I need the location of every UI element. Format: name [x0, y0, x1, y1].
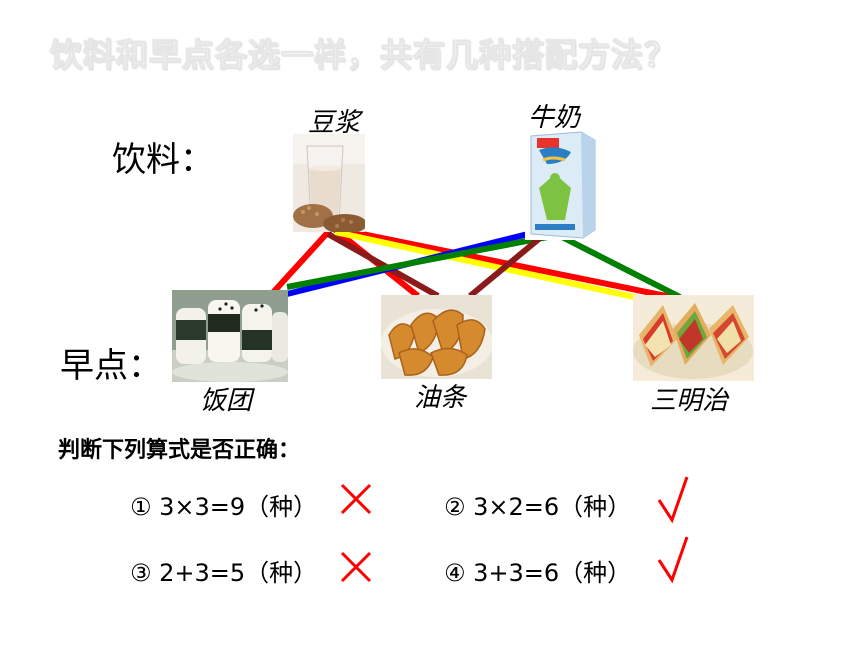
page-title: 饮料和早点各选一样，共有几种搭配方法？ — [49, 36, 678, 75]
soymilk-image — [293, 134, 365, 232]
cross-mark-icon — [340, 551, 372, 583]
equation-1: ① 3×3=9（种） — [130, 493, 318, 521]
fritter-image — [381, 295, 492, 379]
milk-carton-image — [525, 130, 601, 240]
line-soymilk-sandwich-yellow — [334, 229, 649, 303]
riceball-image — [172, 290, 288, 382]
cross-mark-icon — [340, 483, 372, 515]
breakfast-row-label: 早点： — [60, 346, 162, 386]
equation-3: ③ 2+3=5（种） — [130, 559, 318, 587]
equation-2: ② 3×2=6（种） — [444, 493, 632, 521]
sandwich-image — [633, 295, 754, 381]
drink-label-soymilk: 豆浆 — [308, 108, 361, 138]
check-mark-icon — [657, 536, 689, 584]
line-soymilk-sandwich-red — [332, 225, 677, 301]
equation-4: ④ 3+3=6（种） — [444, 559, 632, 587]
line-soymilk-fritter-brown — [326, 231, 440, 299]
drink-label-milk: 牛奶 — [528, 103, 581, 133]
line-milk-fritter-brown — [468, 235, 542, 299]
drinks-row-label: 饮料： — [112, 140, 214, 180]
breakfast-label-riceball: 饭团 — [200, 386, 253, 416]
check-mark-icon — [657, 476, 689, 524]
breakfast-label-sandwich: 三明治 — [650, 386, 729, 416]
breakfast-label-fritter: 油条 — [414, 383, 467, 413]
line-soymilk-riceball — [265, 227, 333, 301]
question-text: 判断下列算式是否正确： — [58, 438, 301, 463]
line-milk-sandwich-green — [558, 233, 682, 300]
line-milk-riceball-green — [286, 232, 559, 290]
